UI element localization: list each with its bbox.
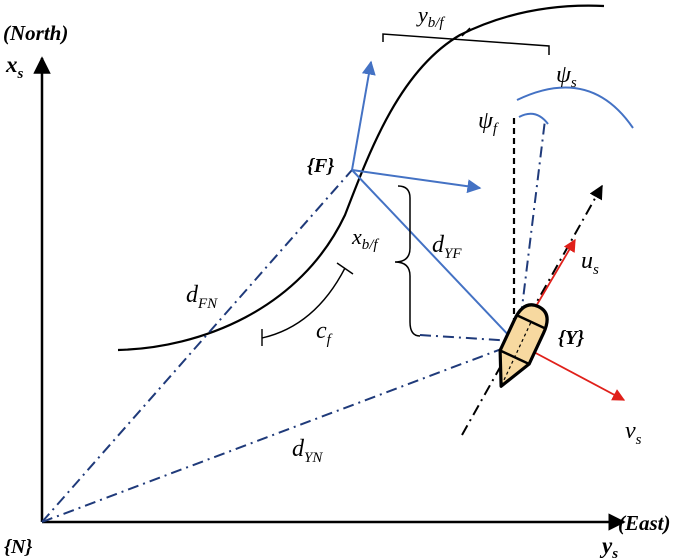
- vessel: [498, 303, 549, 388]
- ybf-bracket: [382, 33, 550, 55]
- heading-line: [517, 119, 546, 341]
- cf-tick-end: [336, 262, 354, 275]
- dyn-label: dYN: [292, 436, 323, 466]
- east-label: (East): [618, 511, 671, 535]
- north-label: (North): [3, 21, 68, 45]
- origin-n-label: {N}: [4, 536, 32, 558]
- ybf-label: yb/f: [416, 2, 445, 31]
- path-curve: [117, 4, 605, 352]
- cf-arc: [261, 267, 346, 339]
- f-frame-east-vector: [351, 169, 482, 194]
- ybf-bracket-tip: [461, 27, 471, 37]
- dyf-label: dYF: [432, 232, 462, 262]
- d-yn-line: [41, 344, 513, 523]
- y-s-axis-label: ys: [599, 533, 618, 559]
- f-frame-north-vector: [351, 60, 376, 171]
- frame-y-label: {Y}: [558, 327, 584, 349]
- vessel-bow-line: [516, 314, 547, 330]
- vs-label: vs: [625, 418, 642, 448]
- dfn-label: dFN: [186, 282, 218, 312]
- x-s-axis-label: xs: [5, 52, 24, 82]
- d-yf-line: [351, 169, 516, 343]
- frame-f-label: {F}: [307, 155, 334, 177]
- cf-label: cf: [316, 318, 333, 348]
- d-fn-line: [41, 169, 353, 523]
- psi-f-label: ψf: [478, 108, 499, 137]
- bracket-foot-line: [419, 334, 515, 342]
- psi-s-arc: [516, 86, 634, 129]
- psi-f-arc: [518, 112, 549, 125]
- psi-s-label: ψs: [556, 62, 577, 91]
- xbf-label: xb/f: [351, 224, 379, 253]
- us-label: us: [581, 248, 599, 278]
- vessel-centerline: [501, 322, 532, 385]
- xbf-bracket: [394, 185, 421, 337]
